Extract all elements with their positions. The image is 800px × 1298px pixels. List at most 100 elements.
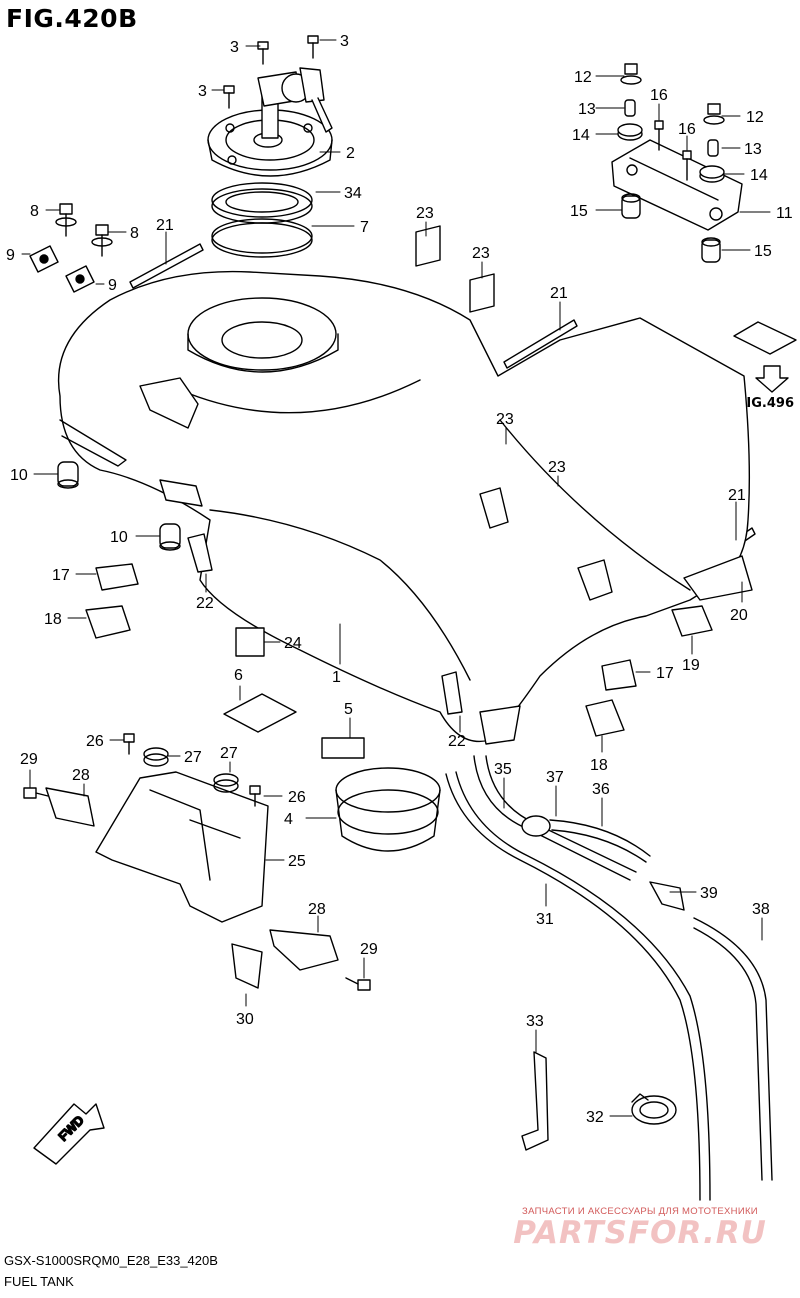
fwd-arrow-icon: FWD	[33, 1103, 105, 1165]
callout-17: 17	[656, 665, 674, 682]
figure-name: FUEL TANK	[4, 1274, 74, 1289]
hose-38	[693, 917, 773, 1181]
ring-7	[211, 218, 313, 258]
callout-6: 6	[234, 667, 243, 684]
block-24	[235, 627, 265, 657]
sheet-6	[223, 693, 297, 733]
callout-14: 14	[750, 167, 768, 184]
callout-36: 36	[592, 781, 610, 798]
protector-4	[335, 767, 441, 852]
bolt-icon	[223, 85, 235, 109]
callout-8: 8	[130, 225, 139, 242]
bolt-icon	[307, 35, 319, 59]
hose-31	[445, 771, 711, 1201]
bolt-icon	[257, 41, 269, 65]
callout-10: 10	[10, 467, 28, 484]
clip-30	[231, 943, 263, 989]
pad-fig496	[733, 321, 797, 355]
callout-numbers: 3 3 3 2 34 7 8 8 9 9 21 21 21 23 23 23 2…	[6, 33, 793, 1126]
callout-23: 23	[416, 205, 434, 222]
callout-22: 22	[448, 733, 466, 750]
callout-14: 14	[572, 127, 590, 144]
callout-3: 3	[230, 39, 239, 56]
callout-4: 4	[284, 811, 293, 828]
callout-9: 9	[6, 247, 15, 264]
callout-13: 13	[578, 101, 596, 118]
bolt-26	[123, 733, 261, 807]
watermark: ЗАПЧАСТИ И АКСЕССУАРЫ ДЛЯ МОТОТЕХНИКИ PA…	[490, 1206, 790, 1249]
fig-reference-label[interactable]: FIG.496	[737, 396, 794, 411]
callout-29: 29	[20, 751, 38, 768]
callout-12: 12	[746, 109, 764, 126]
callout-18: 18	[590, 757, 608, 774]
bracket-28	[45, 787, 339, 971]
callout-22: 22	[196, 595, 214, 612]
callout-11: 11	[776, 205, 793, 222]
callout-30: 30	[236, 1011, 254, 1028]
callout-32: 32	[586, 1109, 604, 1126]
callout-35: 35	[494, 761, 512, 778]
callout-1: 1	[332, 669, 341, 686]
figure-title: FIG.420B	[6, 4, 138, 33]
callout-23: 23	[548, 459, 566, 476]
callout-33: 33	[526, 1013, 544, 1030]
callout-19: 19	[682, 657, 700, 674]
callout-15: 15	[754, 243, 772, 260]
callout-3: 3	[198, 83, 207, 100]
callout-5: 5	[344, 701, 353, 718]
callout-21: 21	[728, 487, 746, 504]
callout-29: 29	[360, 941, 378, 958]
hose-clamp-32	[631, 1093, 677, 1125]
leader-lines	[21, 39, 771, 1117]
callout-38: 38	[752, 901, 770, 918]
pad-19-20	[671, 555, 753, 637]
cushion-18	[85, 605, 625, 737]
clamp-37	[521, 815, 551, 837]
seal-22	[187, 533, 463, 715]
callout-2: 2	[346, 145, 355, 162]
callout-8: 8	[30, 203, 39, 220]
callout-27: 27	[220, 745, 238, 762]
callout-27: 27	[184, 749, 202, 766]
fuel-tank-1	[57, 270, 751, 745]
damper-17	[95, 563, 637, 691]
callout-16: 16	[650, 87, 668, 104]
callout-20: 20	[730, 607, 748, 624]
grommet-27	[143, 747, 239, 793]
callout-23: 23	[472, 245, 490, 262]
bracket-11	[611, 139, 743, 231]
callout-7: 7	[360, 219, 369, 236]
model-code: GSX-S1000SRQM0_E28_E33_420B	[4, 1253, 218, 1268]
callout-28: 28	[72, 767, 90, 784]
callout-37: 37	[546, 769, 564, 786]
callout-25: 25	[288, 853, 306, 870]
grommet-9-upper	[29, 245, 59, 273]
grommet-9-lower	[65, 265, 95, 293]
callout-23: 23	[496, 411, 514, 428]
cushion-10	[57, 461, 181, 551]
bolt-8-upper	[55, 203, 77, 237]
callout-34: 34	[344, 185, 362, 202]
callout-21: 21	[156, 217, 174, 234]
callout-12: 12	[574, 69, 592, 86]
spacer-parts	[617, 63, 725, 263]
callout-3: 3	[340, 33, 349, 50]
callout-26: 26	[86, 733, 104, 750]
callout-28: 28	[308, 901, 326, 918]
arrow-down-icon	[755, 365, 789, 393]
callout-10: 10	[110, 529, 128, 546]
callout-17: 17	[52, 567, 70, 584]
callout-21: 21	[550, 285, 568, 302]
callout-24: 24	[284, 635, 302, 652]
fuel-cap-assembly	[207, 67, 333, 177]
clip-33	[521, 1051, 549, 1151]
callout-13: 13	[744, 141, 762, 158]
joint-39	[649, 881, 685, 911]
callout-31: 31	[536, 911, 554, 928]
cover-25	[95, 771, 269, 923]
callout-39: 39	[700, 885, 718, 902]
gasket-34	[211, 182, 313, 224]
watermark-brand: PARTSFOR.RU	[513, 1215, 767, 1251]
callout-16: 16	[678, 121, 696, 138]
